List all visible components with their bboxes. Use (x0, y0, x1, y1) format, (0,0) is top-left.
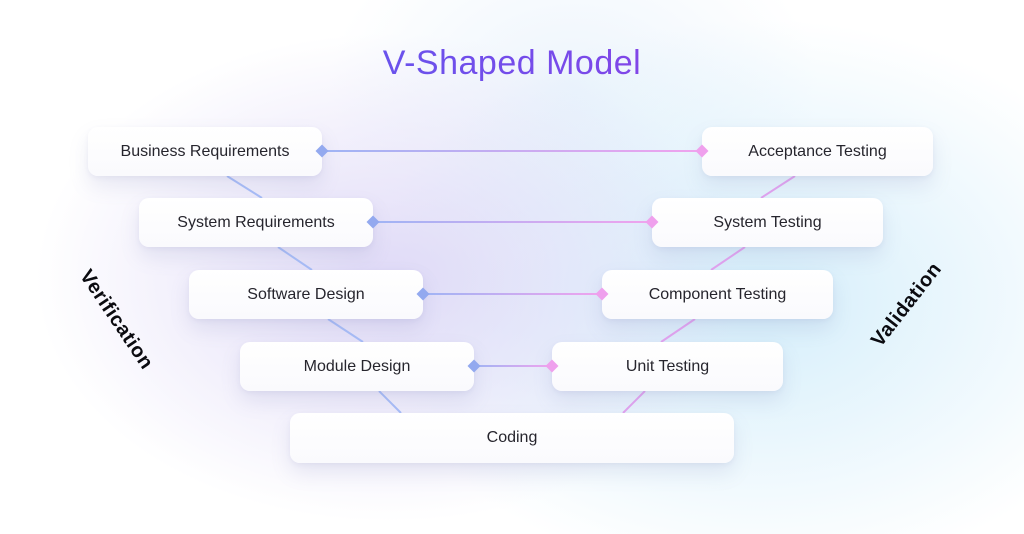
node-system-requirements: System Requirements (139, 198, 373, 247)
node-label: Coding (486, 429, 538, 446)
node-system-testing: System Testing (652, 198, 883, 247)
node-label: Module Design (303, 357, 411, 375)
node-acceptance-testing: Acceptance Testing (702, 127, 933, 176)
node-label: Business Requirements (120, 142, 290, 160)
page-title: V-Shaped Model (0, 44, 1024, 83)
node-label: Acceptance Testing (748, 142, 887, 160)
node-software-design: Software Design (189, 270, 423, 319)
validation-diagonal-2 (710, 246, 746, 271)
validation-label: Validation (867, 258, 947, 352)
validation-diagonal-3 (660, 318, 696, 343)
node-component-testing: Component Testing (602, 270, 833, 319)
node-label: Software Design (247, 285, 365, 303)
blue-diamond-endpoints (315, 144, 481, 373)
node-label: Unit Testing (625, 357, 710, 375)
node-coding: Coding (290, 413, 734, 463)
verification-diagonal-2 (277, 246, 313, 271)
node-business-requirements: Business Requirements (88, 127, 322, 176)
validation-diagonal-1 (760, 175, 796, 199)
node-label: Component Testing (648, 285, 787, 303)
node-unit-testing: Unit Testing (552, 342, 783, 391)
verification-diagonal-1 (226, 175, 263, 199)
verification-label: Verification (75, 265, 158, 374)
pink-diamond-endpoints (545, 144, 709, 373)
node-label: System Testing (713, 213, 822, 231)
verification-diagonal-4 (378, 390, 402, 414)
verification-diagonal-3 (327, 318, 364, 343)
validation-diagonal-4 (622, 390, 646, 414)
node-module-design: Module Design (240, 342, 474, 391)
node-label: System Requirements (177, 213, 335, 231)
